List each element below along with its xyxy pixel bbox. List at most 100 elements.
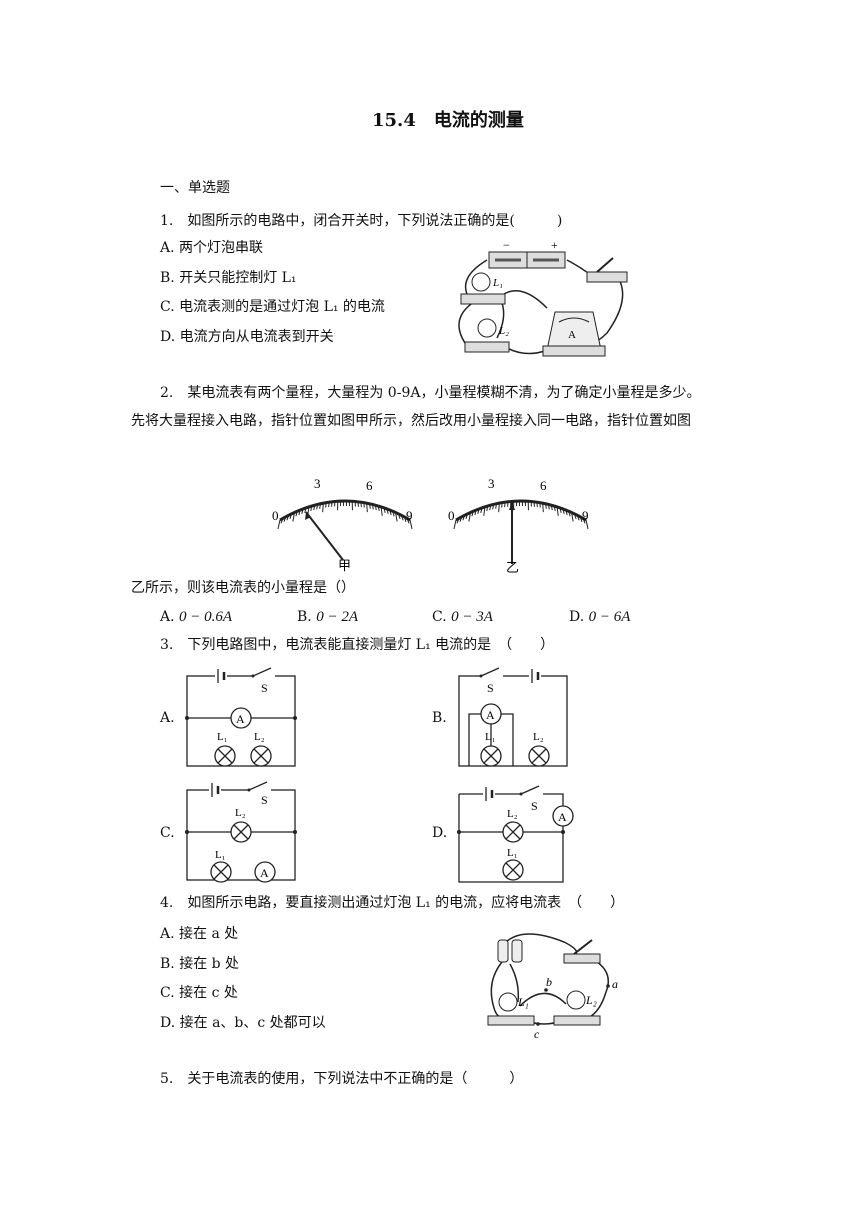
q3b-l1-label: L₁ [485, 731, 496, 743]
dial-tick-mark [395, 512, 398, 522]
dial-tick-mark [553, 505, 556, 512]
q4-option-b[interactable]: B. 接在 b 处 [160, 956, 240, 972]
q3-circuit-c: S L₂ L₁ A [185, 781, 297, 883]
dial-tick-mark [550, 505, 553, 511]
dial-tick-mark [403, 516, 407, 522]
dial-tick-mark [325, 502, 327, 508]
q3b-ammeter-label: A [486, 708, 495, 722]
q3-option-c[interactable]: C. [160, 825, 175, 841]
dial-tick-mark [582, 518, 586, 524]
q2-option-c[interactable]: C. 0 − 3A [432, 609, 493, 625]
dial-tick-mark [468, 512, 471, 522]
page-title: 15.4 电流的测量 [372, 110, 524, 131]
dial-tick-mark [559, 507, 562, 513]
q2-option-b[interactable]: B. 0 − 2A [297, 609, 358, 625]
dial-jia-tick-6: 6 [366, 478, 373, 493]
dial-tick-mark [392, 511, 395, 517]
q4-l2-label: L₂ [585, 993, 597, 1007]
q4-point-b: b [546, 975, 552, 989]
dial-jia-tick-3: 3 [314, 476, 321, 491]
q2-option-a[interactable]: A. 0 − 0.6A [160, 609, 233, 625]
dial-tick-mark [489, 505, 492, 511]
dial-tick-mark [322, 503, 324, 513]
dial-tick-mark [565, 509, 568, 516]
q4-l1-label: L₁ [517, 995, 529, 1009]
q3-option-d[interactable]: D. [432, 825, 448, 841]
q1-option-b[interactable]: B. 开关只能控制灯 L₁ [160, 270, 297, 286]
q1-l2-label: L₂ [498, 325, 509, 337]
dial-tick-mark [371, 504, 374, 510]
dial-tick-mark [568, 511, 571, 517]
q3-circuit-b: S A L₁ L₂ [458, 667, 568, 767]
dial-tick-mark [483, 506, 486, 516]
q3-option-b[interactable]: B. [432, 710, 447, 726]
dial-tick-mark [498, 503, 500, 513]
q3a-switch-label: S [261, 681, 268, 695]
dial-yi-tick-6: 6 [540, 478, 547, 493]
dial-tick-mark [465, 513, 469, 520]
dial-tick-mark [492, 504, 495, 510]
q5-stem: 5. 关于电流表的使用，下列说法中不正确的是（ ） [160, 1071, 524, 1087]
q3b-l2-label: L₂ [533, 731, 544, 743]
dial-tick-mark [295, 511, 298, 517]
q1-option-a[interactable]: A. 两个灯泡串联 [160, 240, 264, 256]
q3-option-a[interactable]: A. [160, 710, 175, 726]
dial-tick-mark [374, 505, 377, 511]
battery-minus-label: − [503, 238, 510, 252]
dial-tick-mark [286, 515, 290, 521]
dial-tick-mark [453, 519, 457, 530]
dial-tick-mark [380, 506, 383, 516]
dial-tick-mark [283, 516, 287, 522]
dial-jia: 0 3 6 9 甲 [272, 476, 413, 573]
dial-jia-needle [305, 511, 344, 561]
q4-option-a[interactable]: A. 接在 a 处 [160, 926, 239, 942]
section-heading: 一、单选题 [160, 180, 230, 196]
dial-jia-tick-9: 9 [406, 508, 413, 523]
dial-tick-mark [585, 519, 589, 530]
q3a-l2-label: L₂ [254, 731, 265, 743]
q2-option-d[interactable]: D. 0 − 6A [569, 609, 631, 625]
dial-tick-mark [409, 519, 413, 530]
dial-yi-tick-0: 0 [448, 508, 455, 523]
q1-option-d[interactable]: D. 电流方向从电流表到开关 [160, 329, 334, 345]
q4-point-a: a [612, 977, 618, 991]
dial-tick-mark [292, 512, 295, 522]
dial-tick-mark [377, 505, 380, 512]
dial-tick-mark [386, 508, 389, 515]
q4-option-d[interactable]: D. 接在 a、b、c 处都可以 [160, 1015, 326, 1031]
dial-tick-mark [389, 509, 392, 516]
q4-circuit-figure: L₁ L₂ b a c [487, 933, 618, 1041]
dial-yi-tick-3: 3 [488, 476, 495, 491]
dial-tick-mark [545, 503, 547, 509]
dial-tick-mark [316, 504, 319, 510]
dial-tick-mark [369, 503, 371, 509]
dial-tick-mark [547, 504, 550, 510]
dial-tick-mark [400, 515, 404, 521]
dial-jia-tick-0: 0 [272, 508, 279, 523]
dial-tick-mark [304, 507, 307, 513]
dial-tick-mark [277, 519, 281, 530]
q4-stem: 4. 如图所示电路，要直接测出通过灯泡 L₁ 的电流，应将电流表 （ ） [160, 895, 625, 911]
dial-tick-mark [471, 511, 474, 517]
dial-tick-mark [289, 513, 293, 520]
q4-option-c[interactable]: C. 接在 c 处 [160, 985, 238, 1001]
q3-stem: 3. 下列电路图中，电流表能直接测量灯 L₁ 电流的是 （ ） [160, 637, 555, 653]
q1-option-c[interactable]: C. 电流表测的是通过灯泡 L₁ 的电流 [160, 299, 385, 315]
dial-jia-label: 甲 [338, 558, 351, 573]
q3d-l1-label: L₁ [507, 847, 518, 859]
dial-tick-mark [486, 505, 489, 512]
dial-tick-mark [542, 503, 544, 513]
q3c-l1-label: L₁ [215, 849, 226, 861]
dial-tick-mark [456, 518, 460, 524]
dial-tick-mark [571, 512, 574, 522]
dial-tick-mark [397, 513, 401, 520]
q3-circuit-a: S A L₁ L₂ [185, 667, 297, 767]
dial-tick-mark [576, 515, 580, 521]
dial-yi-label: 乙 [506, 560, 519, 575]
dial-tick-mark [406, 518, 410, 524]
dial-tick-mark [573, 513, 577, 520]
dial-tick-mark [579, 516, 583, 522]
dial-yi: 0 3 6 9 乙 [448, 476, 589, 575]
dial-tick-mark [556, 506, 559, 516]
dial-tick-mark [459, 516, 463, 522]
